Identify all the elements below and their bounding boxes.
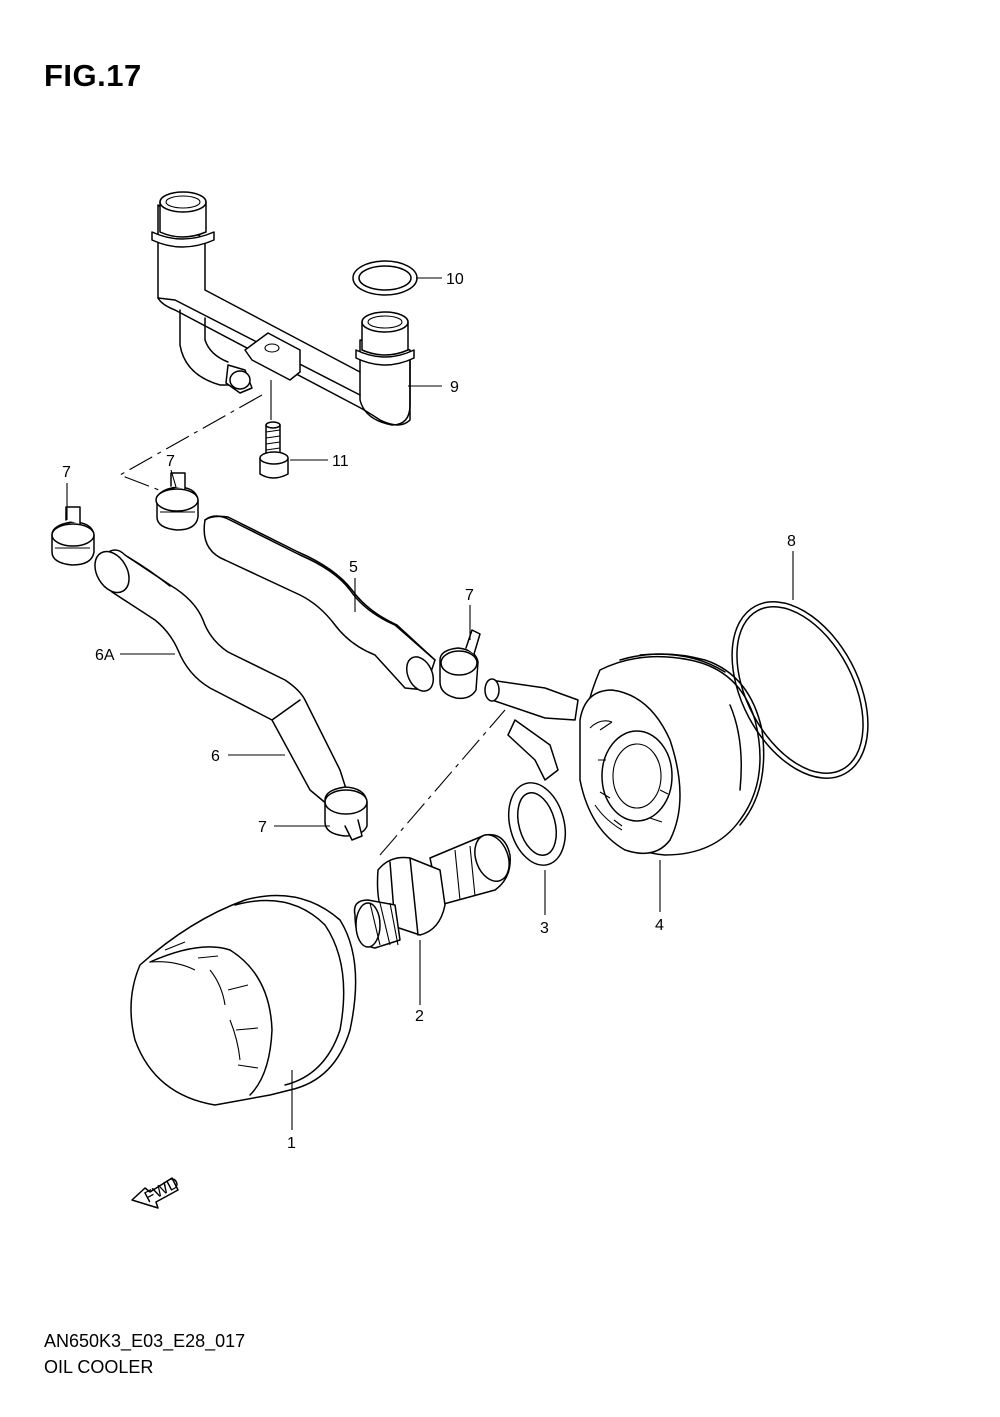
hose-part-6 [94,549,349,806]
callout-7-d: 7 [258,819,267,836]
diagram-name: OIL COOLER [44,1357,154,1377]
callout-2: 2 [415,1008,424,1025]
hose-clamp-part-7-c [439,629,481,700]
callout-4: 4 [655,917,664,934]
model-code: AN650K3_E03_E28_017 [44,1331,246,1351]
bolt-part-11 [259,421,289,479]
fwd-label: FWD [142,1174,182,1206]
figure-title: FIG.17 [44,58,142,93]
callout-7-c: 7 [465,587,474,604]
callout-6a: 6A [95,647,115,664]
callout-5: 5 [349,559,358,576]
callout-10: 10 [446,271,464,288]
o-ring-part-10 [352,260,418,296]
callout-6: 6 [211,748,220,765]
oil-cooler-part-4 [484,653,765,856]
gasket-part-3 [507,782,567,866]
callout-8: 8 [787,533,796,550]
hose-clamp-part-7-d [324,786,368,841]
o-ring-part-8 [731,601,869,779]
callout-7-b: 7 [166,453,175,470]
hose-clamp-part-7-a [51,506,95,566]
callout-9: 9 [450,379,459,396]
union-bolt-part-2 [353,833,511,949]
callout-3: 3 [540,920,549,937]
callout-1: 1 [287,1135,296,1152]
fwd-arrow-icon: FWD [131,1174,182,1209]
oil-filter-part-1 [130,894,357,1106]
hose-clamp-part-7-b [155,472,199,531]
callout-7-a: 7 [62,464,71,481]
callout-11: 11 [332,453,349,470]
hose-part-5 [203,515,436,692]
oil-pipe-part-9 [151,191,415,426]
